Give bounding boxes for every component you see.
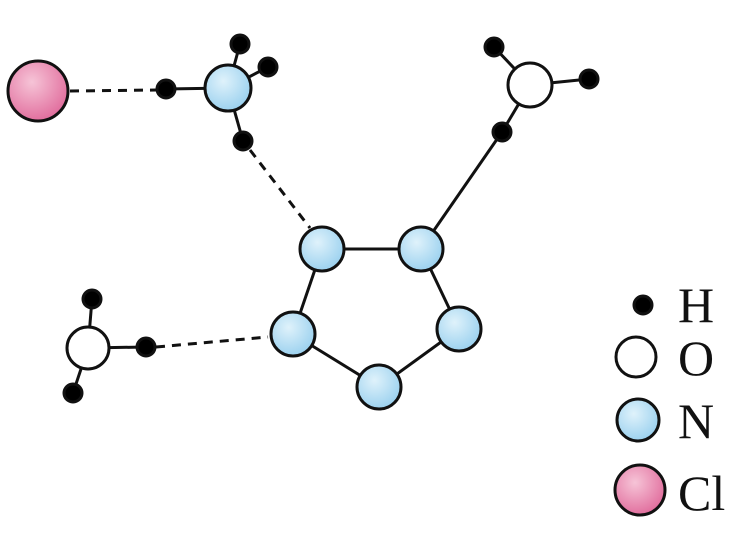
h-atom <box>62 382 84 404</box>
h-atom <box>483 36 505 58</box>
hbond-h-ring-n <box>248 149 312 229</box>
legend-o-swatch <box>614 335 658 379</box>
h-atom <box>491 121 513 143</box>
ring-n-atom <box>355 363 403 411</box>
legend-item-o: O <box>614 330 714 386</box>
ring-n-atom <box>298 225 346 273</box>
legend-item-n: N <box>615 393 714 449</box>
cl-atom <box>6 59 70 123</box>
h-atom <box>232 130 254 152</box>
ring-n-atom <box>397 225 445 273</box>
legend-n-swatch <box>615 397 661 443</box>
legend-h-swatch <box>632 294 654 316</box>
legend-cl-label: Cl <box>678 465 725 521</box>
hbond-cl-h <box>69 88 157 93</box>
h-atom <box>135 336 157 358</box>
atoms <box>6 33 600 411</box>
ammonium-n-atom <box>203 63 253 113</box>
legend-o-label: O <box>678 330 714 386</box>
legend-item-h: H <box>632 277 714 333</box>
legend-n-label: N <box>678 393 714 449</box>
legend: H O N Cl <box>613 277 725 521</box>
hbond-h-ring-n-2 <box>155 335 269 349</box>
h-atom <box>81 288 103 310</box>
ring-n-atom <box>435 305 483 353</box>
o-atom <box>506 61 554 109</box>
ring-n-atom <box>269 310 317 358</box>
n-to-water-h-bond <box>419 131 504 250</box>
h-atom <box>257 56 279 78</box>
h-atom <box>229 33 251 55</box>
o-atom <box>65 325 111 371</box>
legend-h-label: H <box>678 277 714 333</box>
legend-item-cl: Cl <box>613 463 725 521</box>
h-atom <box>155 78 177 100</box>
legend-cl-swatch <box>613 463 667 517</box>
hydrogen-bonds <box>69 88 312 349</box>
h-atom <box>578 68 600 90</box>
